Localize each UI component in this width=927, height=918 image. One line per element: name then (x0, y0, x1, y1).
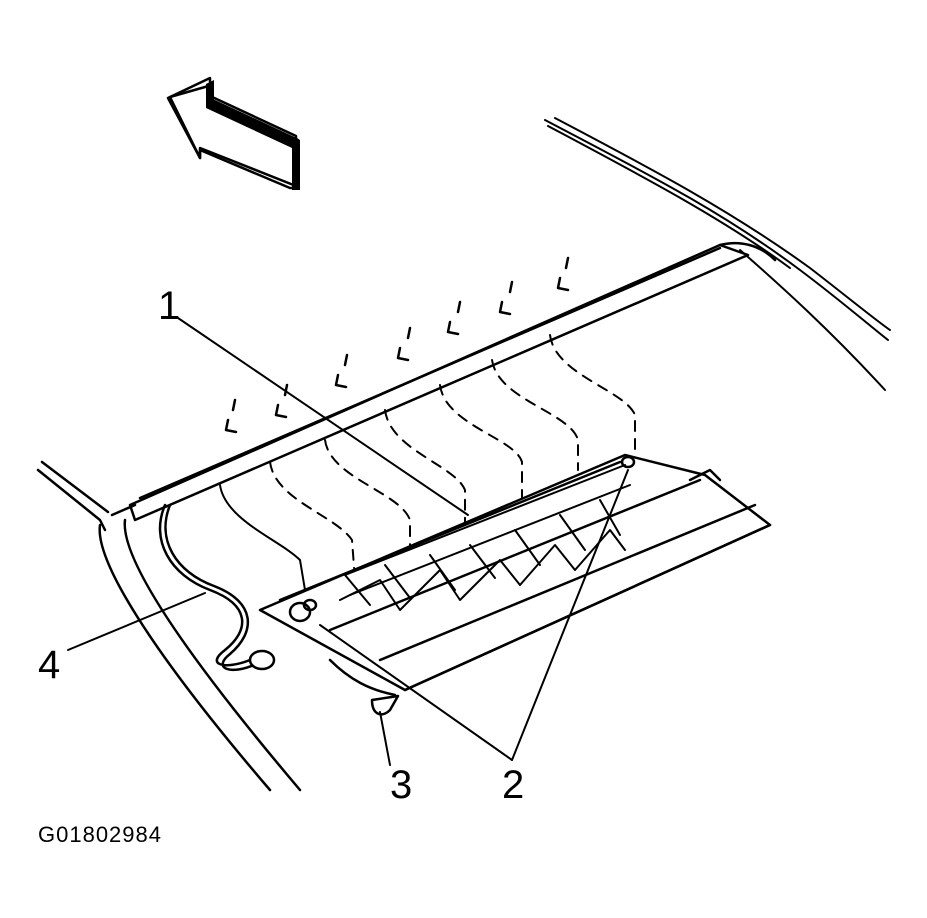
callout-3: 3 (390, 763, 413, 807)
wire-harness (158, 503, 276, 672)
figure-id: G01802984 (38, 822, 162, 847)
left-pillar (36, 460, 302, 792)
fastener-pins (224, 256, 570, 434)
leader-lines (67, 317, 629, 766)
callout-2: 2 (502, 763, 525, 807)
brake-lamp-housing (258, 453, 772, 692)
headliner-flaps (219, 334, 636, 591)
lamp-lattice (339, 464, 631, 611)
roof-header-rail (128, 241, 777, 522)
forward-arrow-icon (166, 76, 300, 190)
roof-outline (544, 117, 891, 391)
lamp-fasteners (288, 455, 636, 623)
callout-4: 4 (38, 643, 61, 687)
callout-1: 1 (158, 284, 181, 328)
